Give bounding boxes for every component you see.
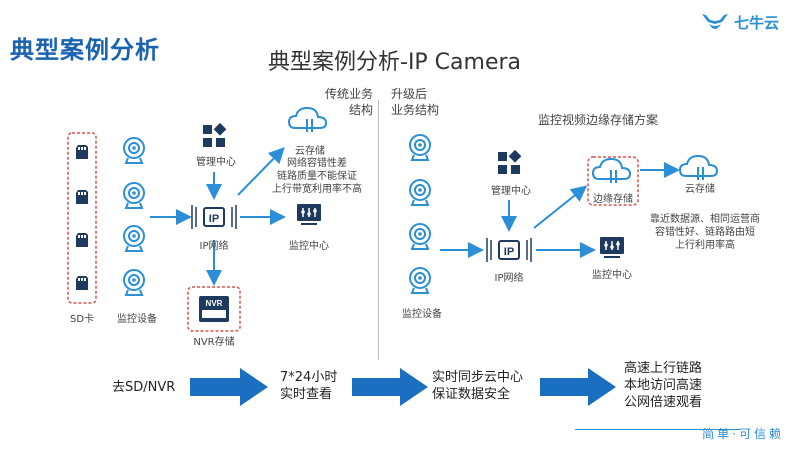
cloud-storage-icon xyxy=(679,155,718,181)
cloud-storage-icon xyxy=(288,107,327,133)
nvr-label: NVR存储 xyxy=(193,337,235,348)
qiniu-logo-icon xyxy=(702,14,728,29)
monitor-label-left: 监控中心 xyxy=(289,241,329,252)
mgmt-label-right: 管理中心 xyxy=(491,186,531,197)
ip-to-edge-arrow xyxy=(533,185,588,229)
sd-card-group xyxy=(67,132,97,304)
sd-card-icon xyxy=(76,145,88,159)
camera-icon xyxy=(123,137,145,164)
ip-network-icon xyxy=(486,237,532,263)
edge-storage-label: 边缘存储 xyxy=(593,194,633,205)
slogan: 简单·可信赖 xyxy=(702,427,784,441)
section-divider xyxy=(378,100,379,360)
sd-card-icon xyxy=(76,233,88,247)
scheme-title: 监控视频边缘存储方案 xyxy=(538,113,659,127)
edge-storage-icon xyxy=(592,158,631,184)
nvr-slot xyxy=(202,310,226,318)
management-center-icon xyxy=(498,149,522,174)
camera-label-right: 监控设备 xyxy=(402,309,442,320)
camera-icon xyxy=(123,225,145,252)
flow-arrow-2 xyxy=(352,368,428,406)
left-note: 网络容错性差 链路质量不能保证 上行带宽利用率不高 xyxy=(272,158,362,195)
ip-label-left: IP网络 xyxy=(199,241,229,252)
flow-step-3: 实时同步云中心 保证数据安全 xyxy=(432,370,524,402)
sd-card-icon xyxy=(76,276,88,290)
brand-name: 七牛云 xyxy=(734,13,780,32)
monitor-center-icon xyxy=(296,203,322,226)
section-title: 典型案例分析 xyxy=(10,36,160,64)
flow-step-1: 去SD/NVR xyxy=(112,380,176,395)
ip-label-right: IP网络 xyxy=(494,273,524,284)
management-center-icon xyxy=(203,122,227,147)
slide-subtitle: 典型案例分析-IP Camera xyxy=(268,50,522,75)
monitor-center-icon xyxy=(599,236,625,259)
mgmt-label-left: 管理中心 xyxy=(196,157,236,168)
edge-storage-group xyxy=(587,156,639,206)
footer-line xyxy=(575,429,740,430)
nvr-tag: NVR xyxy=(206,299,223,308)
camera-label-left: 监控设备 xyxy=(117,314,157,325)
camera-icon xyxy=(409,134,431,161)
left-section-title: 传统业务 结构 xyxy=(325,87,374,117)
camera-icon xyxy=(409,179,431,206)
flow-step-2: 7*24小时 实时查看 xyxy=(280,370,338,402)
camera-icon xyxy=(409,267,431,294)
ip-network-icon xyxy=(191,204,237,230)
flow-arrow-1 xyxy=(190,368,268,406)
right-section-title: 升级后 业务结构 xyxy=(391,87,440,117)
cloud-label-right: 云存储 xyxy=(685,184,715,195)
nvr-group xyxy=(187,286,241,332)
monitor-label-right: 监控中心 xyxy=(592,270,632,281)
camera-icon xyxy=(409,223,431,250)
flow-step-4: 高速上行链路 本地访问高速 公网倍速观看 xyxy=(624,361,703,410)
right-note: 靠近数据源、相同运营商 容错性好、链路路由短 上行利用率高 xyxy=(650,214,760,251)
camera-icon xyxy=(123,182,145,209)
brand-logo: 七牛云 xyxy=(700,10,779,34)
flow-arrow-3 xyxy=(540,368,616,406)
camera-icon xyxy=(123,269,145,296)
sd-card-label: SD卡 xyxy=(69,314,95,325)
ip-to-cloud-arrow xyxy=(237,147,285,196)
sd-card-icon xyxy=(76,190,88,204)
cloud-label-left: 云存储 xyxy=(295,146,325,157)
